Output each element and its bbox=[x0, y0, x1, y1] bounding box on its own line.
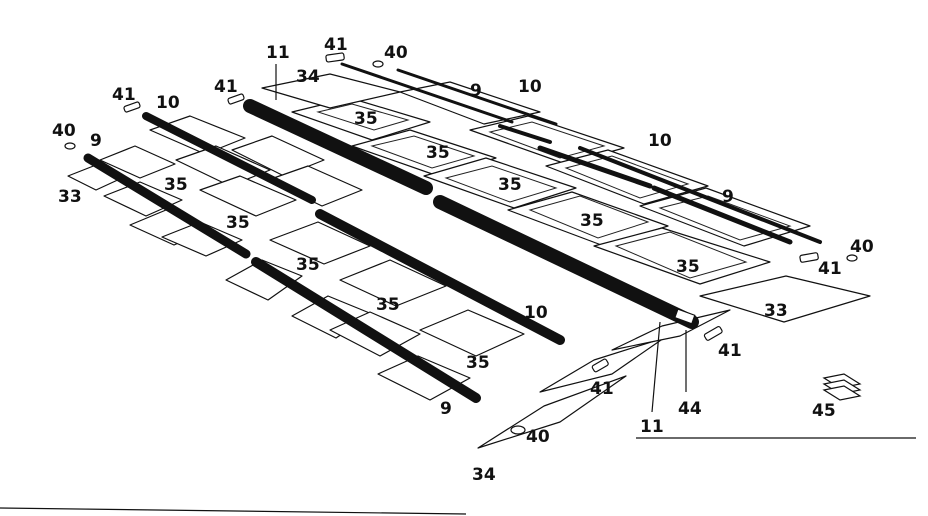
hardware-group bbox=[64, 52, 862, 435]
callout-10-top: 10 bbox=[518, 77, 542, 97]
panel-c7 bbox=[419, 309, 525, 357]
end-piece-44 bbox=[674, 308, 696, 325]
panel-f3 bbox=[611, 309, 731, 351]
callout-41-top: 41 bbox=[324, 35, 348, 55]
callout-35-f: 35 bbox=[580, 211, 604, 231]
callout-35-g: 35 bbox=[676, 257, 700, 277]
panel-c4 bbox=[377, 355, 471, 401]
callout-34-top: 34 bbox=[296, 67, 320, 87]
rail-9-bottom bbox=[251, 257, 481, 403]
rail-11-lower bbox=[433, 195, 699, 329]
panel-b1 bbox=[149, 115, 246, 155]
callout-labels: 11 41 40 34 9 10 41 10 41 40 9 33 35 35 … bbox=[52, 35, 874, 485]
panel-a2 bbox=[99, 145, 176, 179]
callout-40-left: 40 bbox=[52, 121, 76, 141]
panel-d4 bbox=[507, 191, 669, 247]
clip-41-bottom bbox=[591, 358, 609, 373]
callout-9-right: 9 bbox=[722, 187, 734, 207]
callout-9-bottom: 9 bbox=[440, 399, 452, 419]
rail-9-left bbox=[83, 153, 251, 259]
callout-41-left-b: 41 bbox=[214, 77, 238, 97]
window-6 bbox=[488, 121, 606, 159]
cap-40-bottom bbox=[510, 425, 526, 435]
trim-9-top-b bbox=[396, 68, 558, 126]
cap-40-left bbox=[64, 142, 76, 150]
cap-40-right bbox=[846, 254, 858, 262]
panel-d5 bbox=[593, 227, 771, 285]
panel-b4 bbox=[231, 135, 325, 177]
panel-34-top bbox=[261, 73, 401, 109]
trim-10-right bbox=[537, 145, 653, 189]
rail-10-left bbox=[142, 112, 316, 204]
callout-9-top: 9 bbox=[470, 81, 482, 101]
callout-40-bottom: 40 bbox=[526, 427, 550, 447]
clip-41-top bbox=[325, 52, 345, 63]
callout-35-i: 35 bbox=[376, 295, 400, 315]
callout-44: 44 bbox=[678, 399, 702, 419]
callout-41-bottom: 41 bbox=[590, 379, 614, 399]
window-4 bbox=[528, 195, 650, 239]
clip-41-left-a bbox=[123, 101, 141, 113]
window-outlines bbox=[316, 103, 792, 279]
callout-35-j: 35 bbox=[466, 353, 490, 373]
clip-41-right-b bbox=[703, 326, 723, 341]
callout-35-a: 35 bbox=[164, 175, 188, 195]
stack-45 bbox=[822, 373, 862, 401]
window-5 bbox=[614, 231, 748, 279]
panel-e1 bbox=[399, 81, 541, 125]
leader-lines bbox=[0, 64, 916, 515]
callout-35-b: 35 bbox=[226, 213, 250, 233]
panel-a5 bbox=[161, 221, 243, 257]
clip-41-left-b bbox=[227, 93, 245, 105]
callout-40-top: 40 bbox=[384, 43, 408, 63]
callout-34-bottom: 34 bbox=[472, 465, 496, 485]
callout-41-left-a: 41 bbox=[112, 85, 136, 105]
callout-33-left: 33 bbox=[58, 187, 82, 207]
leader-11-bottom bbox=[651, 321, 661, 413]
callout-11-top: 11 bbox=[266, 43, 290, 63]
panel-c1 bbox=[225, 259, 303, 301]
window-1 bbox=[316, 103, 410, 131]
panel-b3 bbox=[199, 175, 297, 217]
callout-10-mid: 10 bbox=[524, 303, 548, 323]
callout-33-right: 33 bbox=[764, 301, 788, 321]
window-2 bbox=[370, 135, 476, 169]
panel-c6 bbox=[339, 259, 447, 307]
trim-9-top-a bbox=[340, 62, 514, 124]
cap-40-top bbox=[372, 60, 384, 68]
callout-10-left: 10 bbox=[156, 93, 180, 113]
callout-40-right: 40 bbox=[850, 237, 874, 257]
callout-35-e: 35 bbox=[498, 175, 522, 195]
trim-9-right bbox=[578, 146, 822, 244]
panel-33-right bbox=[699, 275, 871, 323]
callout-35-h: 35 bbox=[296, 255, 320, 275]
panel-b2 bbox=[175, 145, 271, 187]
panel-c5 bbox=[269, 221, 371, 265]
panel-d2 bbox=[351, 129, 497, 177]
window-8 bbox=[658, 195, 792, 241]
trim-9-right-b bbox=[651, 185, 793, 245]
panel-d3 bbox=[423, 157, 577, 209]
callout-35-d: 35 bbox=[426, 143, 450, 163]
callout-10-right-upper: 10 bbox=[648, 131, 672, 151]
rail-group bbox=[83, 62, 822, 403]
callout-11-bottom: 11 bbox=[640, 417, 664, 437]
callout-9-left: 9 bbox=[90, 131, 102, 151]
rail-11-upper bbox=[243, 99, 433, 195]
trim-10-top bbox=[498, 124, 552, 144]
clip-41-right-a bbox=[799, 252, 819, 263]
window-3 bbox=[444, 165, 558, 203]
window-7 bbox=[564, 155, 690, 199]
callout-41-right-a: 41 bbox=[818, 259, 842, 279]
callout-35-c: 35 bbox=[354, 109, 378, 129]
callout-41-right-b: 41 bbox=[718, 341, 742, 361]
rail-10-mid bbox=[315, 209, 565, 345]
baseline-bottom bbox=[0, 507, 467, 515]
callout-45: 45 bbox=[812, 401, 836, 421]
